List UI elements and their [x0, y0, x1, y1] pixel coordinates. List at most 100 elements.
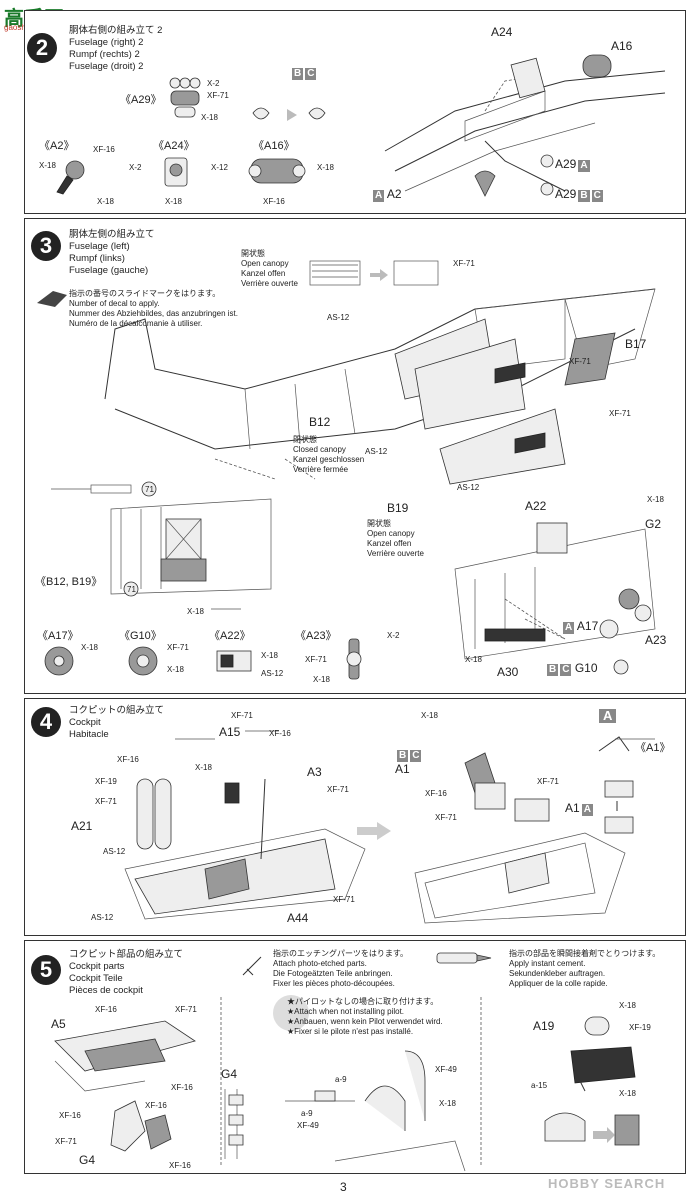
- decal-note-jp: 指示の番号のスライドマークをはります。: [69, 289, 221, 298]
- b12-b19-detail-drawing: [51, 481, 272, 610]
- closed-canopy-en: Closed canopy: [293, 445, 346, 454]
- open-canopy-en: Open canopy: [241, 259, 289, 268]
- step4-title-de: Habitacle: [69, 729, 109, 740]
- step3-part-a22: A22: [525, 499, 547, 513]
- a19-paint-x18b: X-18: [619, 1089, 636, 1098]
- closed-canopy-de: Kanzel geschlossen: [293, 455, 365, 464]
- step2-fuselage-drawing: [384, 54, 666, 197]
- step5-title-jp: コクピット部品の組み立て: [69, 949, 184, 960]
- a29bc-text: A29: [555, 187, 577, 201]
- step3-part-a17: A A17: [561, 619, 598, 634]
- a16-paint-x12: X-12: [211, 163, 228, 172]
- step5-part-g4b: G4: [221, 1067, 238, 1081]
- open-canopy2-jp: 開状態: [367, 519, 391, 528]
- a24-paint-x2: X-2: [129, 163, 142, 172]
- tag-a3: A: [563, 622, 575, 634]
- a5-paint-xf16e: XF-16: [169, 1161, 191, 1170]
- step4-paint-xf71b: XF-71: [327, 785, 349, 794]
- tag-b2: B: [578, 190, 590, 202]
- step3-paint-xf71a: XF-71: [453, 259, 475, 268]
- sub-a22-label: 《A22》: [209, 630, 251, 642]
- a23-paint-x18: X-18: [313, 675, 330, 684]
- a16-paint-x18: X-18: [317, 163, 334, 172]
- a29a-text: A29: [555, 157, 577, 171]
- step3-part-a30: A30: [497, 665, 519, 679]
- step3-part-b12: B12: [309, 415, 331, 429]
- open-canopy2-de: Kanzel offen: [367, 539, 412, 548]
- a5-paint-xf16b: XF-16: [171, 1083, 193, 1092]
- belt-label-a9a: a-9: [335, 1075, 347, 1084]
- step5-panel: 5 コクピット部品の組み立て Cockpit parts Cockpit Tei…: [24, 940, 686, 1174]
- step4-paint-xf16c: XF-16: [425, 789, 447, 798]
- a5-paint-xf16d: XF-16: [145, 1101, 167, 1110]
- g10-text: G10: [574, 661, 598, 675]
- sub-a23-label: 《A23》: [295, 630, 337, 642]
- step4-cockpit-drawing: [124, 730, 366, 920]
- step2-title-de: Rumpf (rechts) 2: [69, 49, 140, 60]
- a17-text: A17: [576, 619, 599, 633]
- tag-a4: A: [581, 804, 593, 816]
- a2-paint-x18a: X-18: [39, 161, 56, 170]
- decal-note-en: Number of decal to apply.: [69, 299, 160, 308]
- step2-part-a24: A24: [491, 25, 513, 39]
- step4-paint-xf19: XF-19: [95, 777, 117, 786]
- step3-title-de: Rumpf (links): [69, 253, 125, 264]
- step4-part-a3: A3: [307, 765, 322, 779]
- step2-part-a2: A A2: [371, 187, 402, 202]
- a17-wheel-drawing: [44, 646, 74, 676]
- cement-note-de: Sekundenkleber auftragen.: [509, 969, 606, 978]
- a30-paint-x18: X-18: [465, 655, 482, 664]
- step3-title-jp: 胴体左側の組み立て: [69, 229, 155, 240]
- tag-c3: C: [560, 664, 572, 676]
- decal-arrow-icon: [37, 291, 67, 307]
- open-canopy-de: Kanzel offen: [241, 269, 286, 278]
- step2-title-en: Fuselage (right) 2: [69, 37, 144, 48]
- g4-part-drawing: [224, 1089, 244, 1159]
- a19-label-a15: a-15: [531, 1081, 548, 1090]
- step3-paint-as12b: AS-12: [365, 447, 388, 456]
- a23-paint-xf71: XF-71: [305, 655, 327, 664]
- step4-panel: 4 コクピットの組み立て Cockpit Habitacle XF-71 A15…: [24, 698, 686, 936]
- a2-text: A2: [386, 187, 402, 201]
- step4-paint-xf16b: XF-16: [117, 755, 139, 764]
- photoetch-note-jp: 指示のエッチングパーツをはります。: [273, 949, 409, 958]
- step4-paint-as12a: AS-12: [103, 847, 126, 856]
- a29-paint-xf71: XF-71: [207, 91, 229, 100]
- step5-title-fr: Pièces de cockpit: [69, 985, 143, 996]
- step4-title-en: Cockpit: [69, 717, 101, 728]
- step4-paint-as12b: AS-12: [91, 913, 114, 922]
- g10-paint-xf71: XF-71: [167, 643, 189, 652]
- step4-arrow-icon: [357, 822, 391, 840]
- a29-paint-x18: X-18: [201, 113, 218, 122]
- tag-b3: B: [547, 664, 559, 676]
- step5-title-de: Cockpit Teile: [69, 973, 123, 984]
- a29-part-drawing: [169, 77, 201, 118]
- a5-g4-drawing: [54, 1020, 196, 1152]
- b12b19-paint-x18: X-18: [187, 607, 204, 616]
- photoetch-note-fr: Fixer les pièces photo-découpées.: [273, 979, 395, 988]
- a1a-text: A1: [565, 801, 580, 815]
- step4-paint-xf71f: XF-71: [537, 777, 559, 786]
- step3-paint-xf71c: XF-71: [609, 409, 631, 418]
- page-number: 3: [340, 1180, 347, 1194]
- pilot-note-de: ★Anbauen, wenn kein Pilot verwendet wird…: [287, 1017, 443, 1026]
- step3-fuselage-drawing: [104, 288, 656, 485]
- step2-part-a16: A16: [611, 39, 633, 53]
- pilot-note-fr: ★Fixer si le pilote n'est pas installé.: [287, 1027, 414, 1036]
- a29-paint-x2: X-2: [207, 79, 220, 88]
- cement-note-jp: 指示の部品を瞬間接着剤でとりつけます。: [509, 949, 661, 958]
- step3-panel: 3 胴体左側の組み立て Fuselage (left) Rumpf (links…: [24, 218, 686, 694]
- step2-title-fr: Fuselage (droit) 2: [69, 61, 144, 72]
- a5-paint-xf71b: XF-71: [55, 1137, 77, 1146]
- photoetch-note-en: Attach photo-etched parts.: [273, 959, 367, 968]
- a1-text: A1: [395, 762, 410, 776]
- a17-paint-x18: X-18: [81, 643, 98, 652]
- photoetch-icon: [242, 956, 262, 976]
- tag-b: B: [292, 68, 304, 80]
- g2-paint-x18: X-18: [647, 495, 664, 504]
- step4-paint-xf71e: XF-71: [435, 813, 457, 822]
- belt-label-a9b: a-9: [301, 1109, 313, 1118]
- sub-a29-label: 《A29》: [120, 94, 162, 106]
